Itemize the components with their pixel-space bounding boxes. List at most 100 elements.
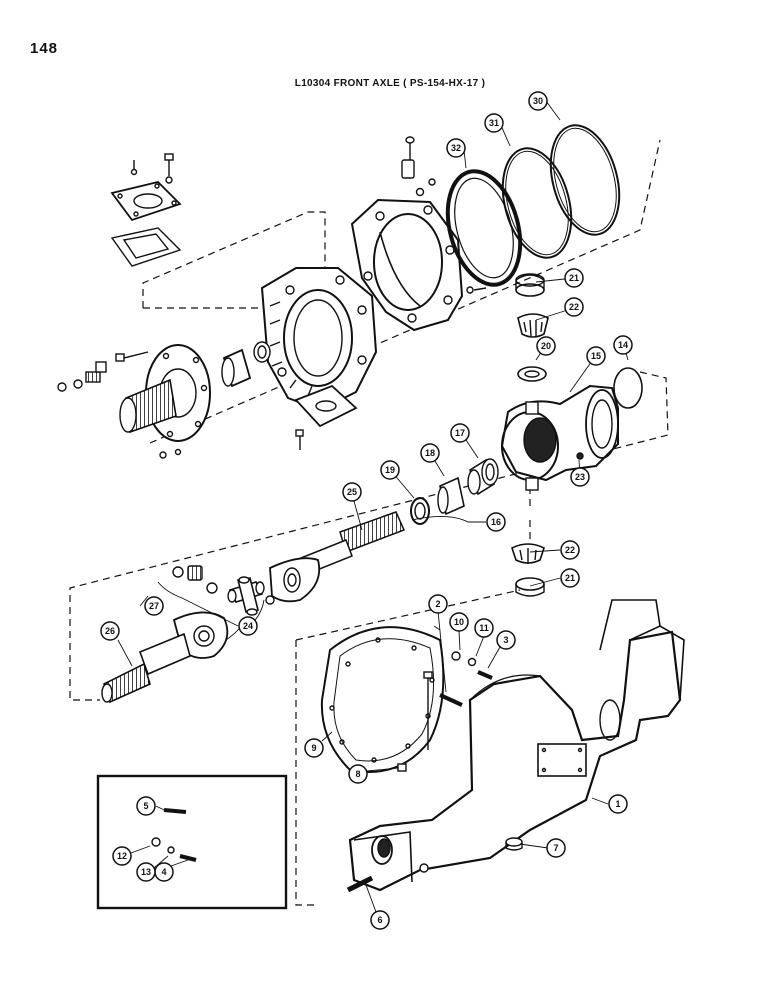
callout-11-label: 11 — [479, 623, 489, 633]
callout-21-lower-label: 21 — [565, 573, 575, 583]
seal-20 — [517, 366, 547, 382]
callout-14-label: 14 — [618, 340, 628, 350]
callout-32-label: 32 — [451, 143, 461, 153]
callout-19-label: 19 — [385, 465, 395, 475]
top-cover-plate — [110, 181, 182, 222]
callout-31: 31 — [484, 113, 504, 133]
bolt-upper-housing — [401, 136, 487, 294]
bearing-cup-21-lower — [515, 577, 545, 597]
callout-32: 32 — [446, 138, 466, 158]
bearing-cone-22-upper — [517, 313, 549, 338]
axle-end-housing-15 — [500, 384, 619, 491]
callout-3-label: 3 — [503, 635, 508, 645]
callout-4: 4 — [154, 862, 174, 882]
callout-22-upper-label: 22 — [569, 302, 579, 312]
callout-8: 8 — [348, 764, 368, 784]
callout-12: 12 — [112, 846, 132, 866]
axle-housing-1 — [348, 599, 685, 892]
callout-9-label: 9 — [311, 743, 316, 753]
spindle-hardware — [57, 351, 149, 392]
gasket-9 — [320, 626, 445, 773]
stud-6 — [346, 863, 429, 893]
callout-20-label: 20 — [541, 341, 551, 351]
callout-14: 14 — [613, 335, 633, 355]
callout-2-label: 2 — [435, 599, 440, 609]
callout-13: 13 — [136, 862, 156, 882]
callout-25-label: 25 — [347, 487, 357, 497]
knuckle-housing — [260, 267, 378, 412]
callout-16-label: 16 — [491, 517, 501, 527]
callout-2: 2 — [428, 594, 448, 614]
callout-5-label: 5 — [143, 801, 148, 811]
callout-1: 1 — [608, 794, 628, 814]
callout-23: 23 — [570, 467, 590, 487]
washer-11 — [467, 657, 477, 667]
callout-30: 30 — [528, 91, 548, 111]
callout-21-upper: 21 — [564, 268, 584, 288]
bearing-cone-22-lower — [511, 543, 545, 564]
callout-18-label: 18 — [425, 448, 435, 458]
callout-27-label: 27 — [149, 601, 159, 611]
axle-shaft-25 — [269, 511, 406, 603]
callout-5: 5 — [136, 796, 156, 816]
bearing-cup-21-upper — [515, 273, 545, 297]
callout-26: 26 — [100, 621, 120, 641]
stud-2 — [439, 693, 463, 707]
bushing-18 — [437, 476, 465, 516]
callout-21-upper-label: 21 — [569, 273, 579, 283]
lower-cover-plate — [294, 384, 358, 450]
nut-10 — [451, 651, 461, 661]
steering-housing — [350, 198, 464, 332]
page-number: 148 — [30, 40, 59, 57]
callout-19: 19 — [380, 460, 400, 480]
callout-16: 16 — [486, 512, 506, 532]
callout-10: 10 — [449, 612, 469, 632]
callout-17: 17 — [450, 423, 470, 443]
callout-30-label: 30 — [533, 96, 543, 106]
bolt-top-left — [130, 153, 174, 184]
callout-17-label: 17 — [455, 428, 465, 438]
plug-7 — [505, 837, 523, 851]
callout-15-label: 15 — [591, 351, 601, 361]
callout-9: 9 — [304, 738, 324, 758]
callout-24: 24 — [238, 616, 258, 636]
bolt-long — [423, 671, 433, 750]
callout-7: 7 — [546, 838, 566, 858]
callout-27: 27 — [144, 596, 164, 616]
callout-6-label: 6 — [377, 915, 382, 925]
callout-7-label: 7 — [553, 843, 558, 853]
callout-6: 6 — [370, 910, 390, 930]
ring-31 — [501, 147, 573, 259]
callout-26-label: 26 — [105, 626, 115, 636]
callout-15: 15 — [586, 346, 606, 366]
o-ring-14 — [613, 367, 643, 409]
callout-20: 20 — [536, 336, 556, 356]
callout-31-label: 31 — [489, 118, 499, 128]
ring-30 — [549, 124, 621, 236]
callout-23-label: 23 — [575, 472, 585, 482]
stud-3 — [477, 670, 493, 680]
yoke-shaft-26 — [101, 611, 229, 704]
callout-25: 25 — [342, 482, 362, 502]
callout-22-lower: 22 — [560, 540, 580, 560]
washer-19 — [410, 497, 430, 525]
callout-22-upper: 22 — [564, 297, 584, 317]
callout-3: 3 — [496, 630, 516, 650]
callout-24-label: 24 — [243, 621, 253, 631]
spindle-bushing — [221, 341, 271, 388]
callout-1-label: 1 — [615, 799, 620, 809]
callout-10-label: 10 — [454, 617, 464, 627]
spindle-shaft — [119, 378, 182, 459]
callout-22-lower-label: 22 — [565, 545, 575, 555]
page-title: L10304 FRONT AXLE ( PS-154-HX-17 ) — [294, 78, 486, 89]
callout-21-lower: 21 — [560, 568, 580, 588]
plug-8 — [397, 763, 407, 772]
seal-32 — [445, 169, 523, 287]
inset-box — [96, 774, 288, 910]
bushing-17 — [467, 458, 499, 496]
top-gasket — [110, 227, 182, 267]
callout-13-label: 13 — [141, 867, 151, 877]
callout-18: 18 — [420, 443, 440, 463]
callout-12-label: 12 — [117, 851, 127, 861]
